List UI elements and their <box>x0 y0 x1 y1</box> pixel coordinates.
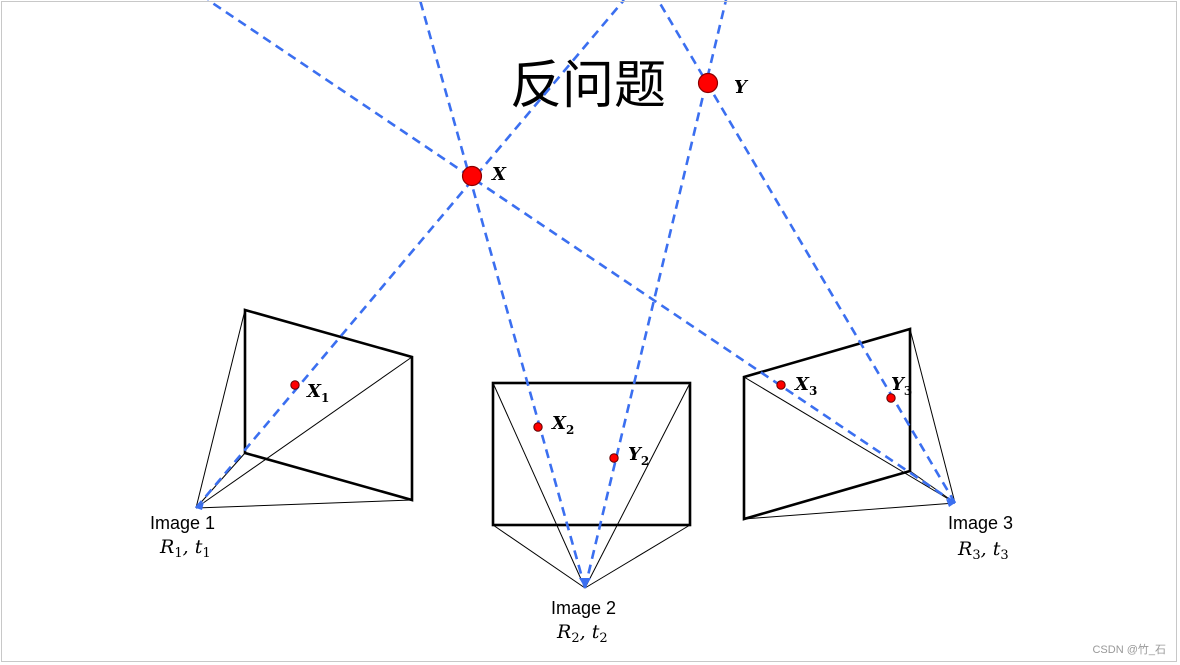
frustum-edge <box>909 328 956 504</box>
frustum-edge <box>492 524 586 589</box>
camera-3-label: Image 3 R3, t3 <box>948 513 1013 563</box>
point-Y-label: Y <box>734 77 749 98</box>
projection-marker <box>533 422 543 432</box>
ray-x-camera-1 <box>195 0 625 509</box>
ray-x-camera-2 <box>418 0 587 589</box>
frustum-edge <box>492 382 586 589</box>
camera-3-name: Image 3 <box>948 513 1013 533</box>
camera-3 <box>742 327 956 521</box>
projection-y2: Y2 <box>609 444 649 468</box>
point-X: X <box>461 164 507 187</box>
frustum-edge <box>195 499 413 509</box>
projection-marker <box>776 380 786 390</box>
projection-label: X3 <box>794 374 817 398</box>
camera-center-1 <box>196 502 204 510</box>
point-X-marker <box>461 165 483 187</box>
point-Y-marker <box>697 72 719 94</box>
projection-marker <box>609 453 619 463</box>
frustum-edge <box>584 524 691 589</box>
point-X-label: X <box>491 164 507 185</box>
camera-1-pose: R1, t1 <box>159 536 211 561</box>
projection-x1: X1 <box>290 380 329 405</box>
camera-2-label: Image 2 R2, t2 <box>551 598 616 646</box>
diagram-title: 反问题 <box>510 56 666 116</box>
projection-y3: Y3 <box>886 374 912 403</box>
frustum-edge <box>195 356 413 509</box>
image-plane-2 <box>491 381 692 527</box>
frustum-edge <box>743 502 956 520</box>
projection-label: Y2 <box>628 444 649 468</box>
camera-2-pose: R2, t2 <box>556 621 608 646</box>
ray-y-camera-2 <box>583 0 728 589</box>
ray-x-camera-3 <box>207 0 956 505</box>
watermark: CSDN @竹_石 <box>1092 644 1166 656</box>
projection-label: X1 <box>306 381 329 405</box>
image-plane-3 <box>742 327 912 521</box>
projection-marker <box>886 393 896 403</box>
projection-label: Y3 <box>891 374 912 398</box>
point-Y: Y <box>697 72 749 98</box>
projection-x3: X3 <box>776 374 817 398</box>
camera-center-3 <box>946 499 955 507</box>
frustum-edge <box>195 309 246 509</box>
frustum-edge <box>584 382 691 589</box>
camera-1 <box>195 308 414 510</box>
image-plane-1 <box>243 308 414 502</box>
projection-label: X2 <box>551 413 574 437</box>
frustum-edge <box>743 376 956 504</box>
camera-1-name: Image 1 <box>150 513 215 533</box>
projection-marker <box>290 380 300 390</box>
projection-x2: X2 <box>533 413 574 437</box>
camera-1-label: Image 1 R1, t1 <box>150 513 215 561</box>
camera-3-pose: R3, t3 <box>957 538 1009 563</box>
camera-2-name: Image 2 <box>551 598 616 618</box>
